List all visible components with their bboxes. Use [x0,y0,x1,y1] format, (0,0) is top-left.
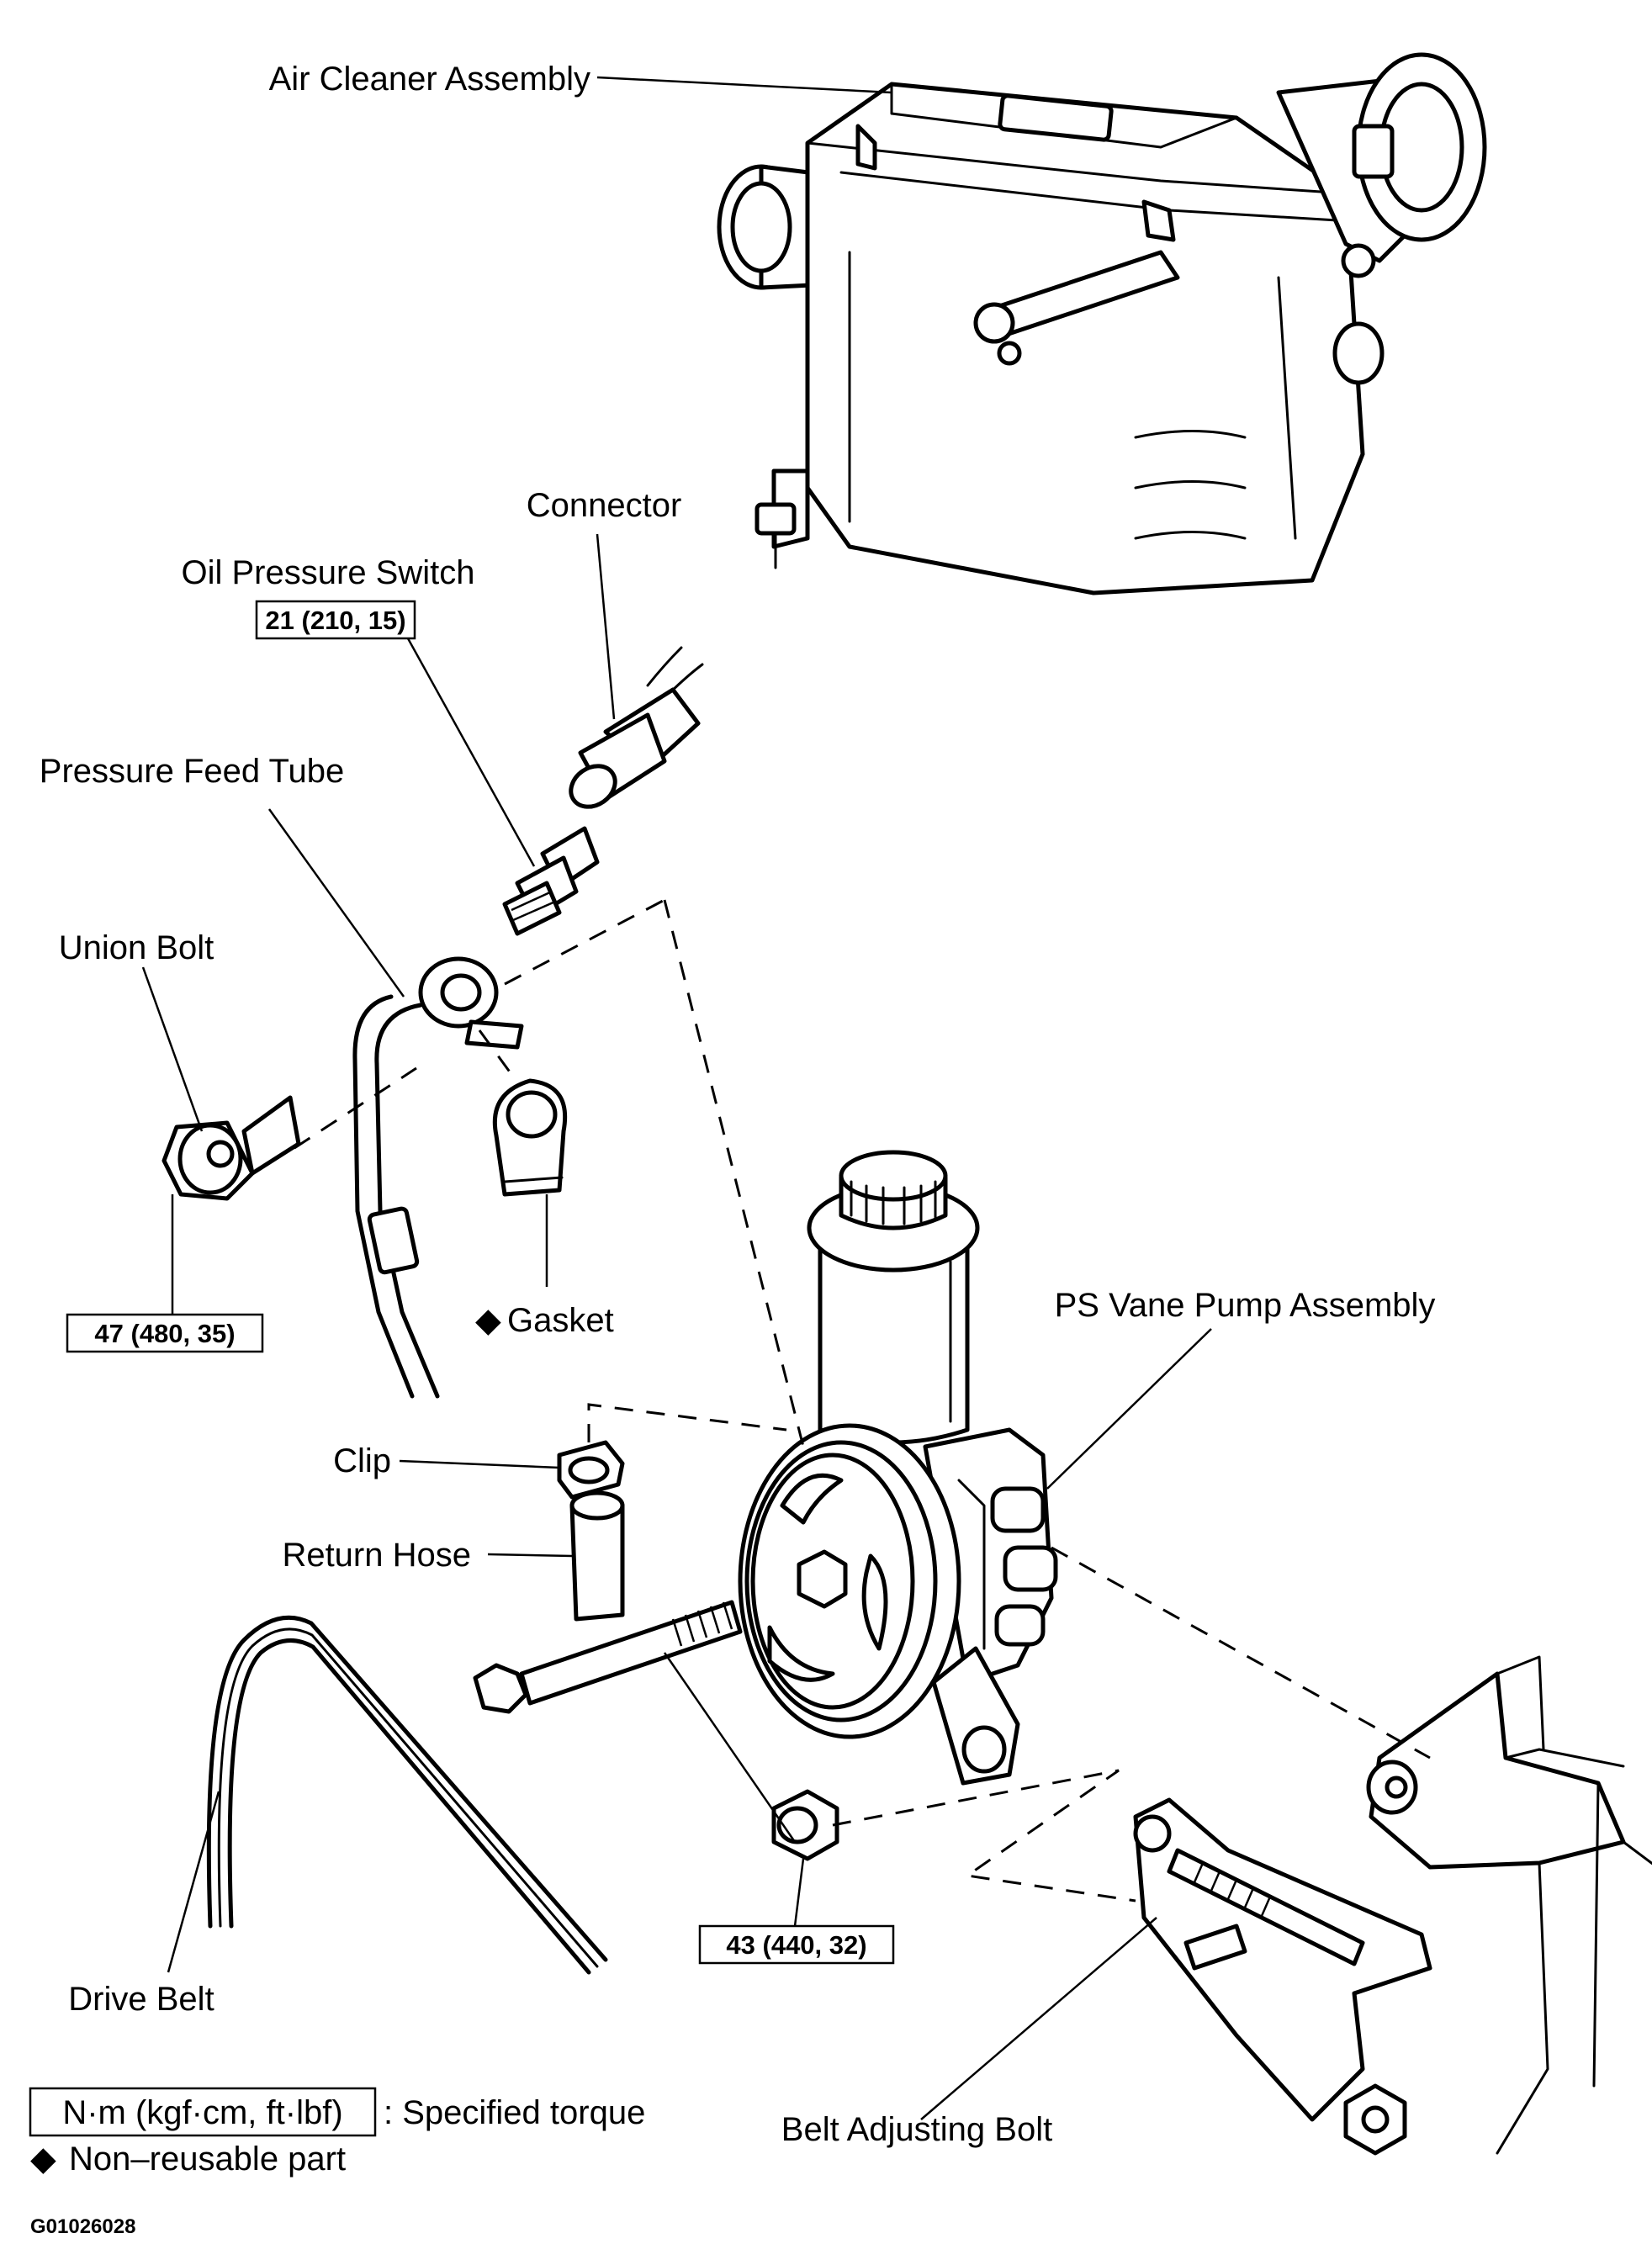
return-hose-drawing [569,1490,625,1622]
engine-bracket-drawing [1366,1655,1652,2155]
oil-pressure-switch-label: Oil Pressure Switch [182,554,475,591]
pressure-feed-tube-drawing [352,956,524,1399]
part-labels: Air Cleaner Assembly Connector Oil Press… [40,61,1436,2148]
connector-drawing [569,646,704,809]
legend-torque-meaning: : Specified torque [384,2094,645,2131]
figure-code: G01026028 [30,2215,135,2238]
drive-belt-label: Drive Belt [68,1981,214,2018]
legend-torque-units: N·m (kgf·cm, ft·lbf) [62,2094,342,2131]
clip-drawing [557,1440,625,1500]
pivot-bolt-drawing [473,1600,743,1714]
pressure-feed-tube-label: Pressure Feed Tube [40,753,344,790]
gasket-drawing [492,1078,568,1197]
legend-nonreusable-meaning: Non–reusable part [69,2141,346,2178]
connector-label: Connector [527,487,682,524]
belt-adjusting-bolt-label: Belt Adjusting Bolt [781,2111,1052,2148]
gasket-nonreusable-symbol: ◆ [475,1302,501,1339]
torque-specs: 21 (210, 15) 47 (480, 35) 43 (440, 32) [66,600,895,1965]
adjusting-bracket-drawing [1133,1797,1432,2156]
union-bolt-label: Union Bolt [59,929,214,966]
drive-belt-drawing [206,1615,608,1975]
union-bolt-torque: 47 (480, 35) [94,1319,235,1348]
pump-bolt-torque: 43 (440, 32) [726,1930,866,1960]
legend-nonreusable-symbol: ◆ [30,2141,56,2178]
oil-pressure-switch-torque: 21 (210, 15) [265,606,405,635]
legend: N·m (kgf·cm, ft·lbf) : Specified torque … [29,2087,645,2238]
gasket-label: Gasket [507,1302,614,1339]
air-cleaner-assembly-drawing [717,52,1487,595]
return-hose-label: Return Hose [282,1537,471,1574]
leader-lines [141,76,1212,2120]
oil-pressure-switch-drawing [502,826,600,936]
union-bolt-drawing [161,1095,301,1201]
air-cleaner-label: Air Cleaner Assembly [269,61,590,98]
ps-vane-pump-drawing [738,1150,1058,1786]
assembly-dashed-lines [294,898,1431,1902]
clip-label: Clip [333,1442,391,1479]
ps-vane-pump-label: PS Vane Pump Assembly [1055,1287,1436,1324]
